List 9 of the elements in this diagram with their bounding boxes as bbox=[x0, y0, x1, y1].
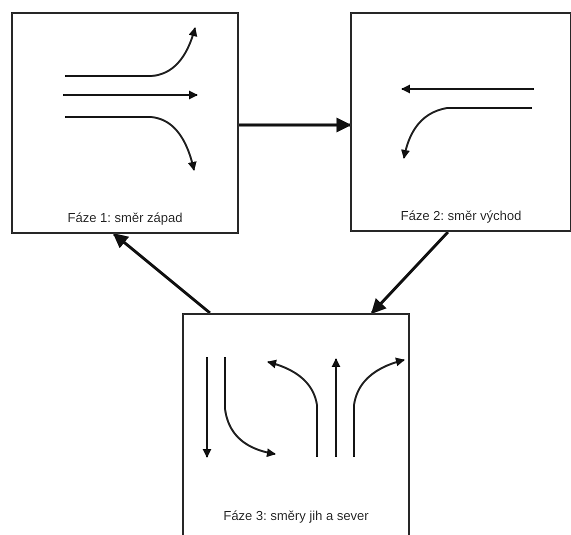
arrow bbox=[112, 232, 211, 314]
phase-box bbox=[182, 313, 410, 535]
arrow bbox=[370, 230, 450, 314]
arrow bbox=[238, 118, 352, 132]
phase-label: Fáze 2: směr východ bbox=[400, 208, 522, 223]
phase-box bbox=[350, 12, 571, 232]
phase-label: Fáze 3: směry jih a sever bbox=[223, 508, 369, 523]
phase-box bbox=[11, 12, 239, 234]
phase-label: Fáze 1: směr západ bbox=[68, 210, 182, 225]
